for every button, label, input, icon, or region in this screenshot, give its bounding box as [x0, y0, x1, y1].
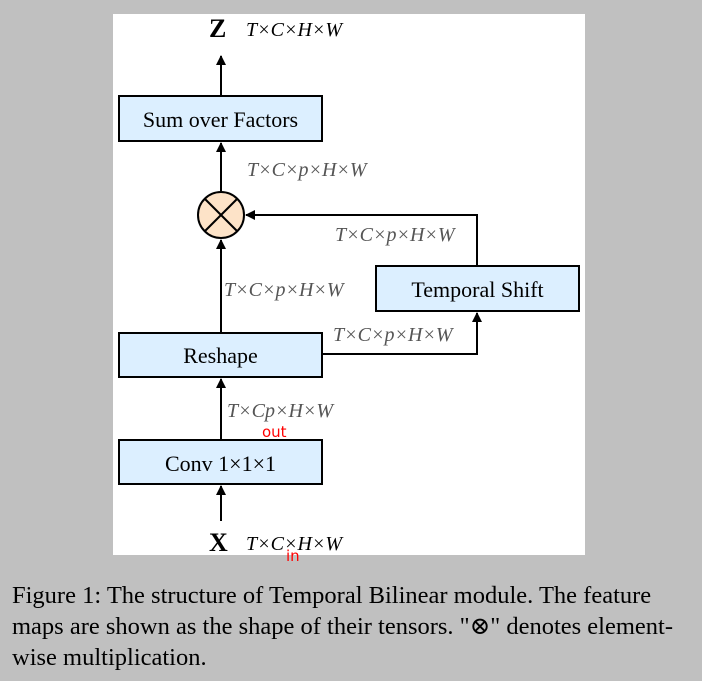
reshape-box: Reshape	[118, 332, 323, 378]
edge-label-product-to-sum: T×C×p×H×W	[247, 159, 369, 181]
temporal-shift-label: Temporal Shift	[411, 277, 543, 302]
output-shape-label: T×C×H×W	[246, 19, 344, 41]
reshape-label: Reshape	[183, 343, 258, 368]
diagram-panel: Z T×C×H×W Sum over Factors T×C×p×H×W T×C…	[113, 14, 585, 555]
input-var-label: X	[209, 528, 228, 555]
input-shape-label: T×C×H×W	[246, 533, 344, 555]
arrow-reshape-to-shift	[322, 312, 482, 355]
diagram: Z T×C×H×W Sum over Factors T×C×p×H×W T×C…	[118, 14, 580, 555]
sum-over-factors-label: Sum over Factors	[143, 107, 298, 132]
edge-label-conv-to-reshape: T×Cp×H×W	[227, 400, 335, 422]
sum-over-factors-box: Sum over Factors	[118, 95, 323, 142]
conv-label: Conv 1×1×1	[165, 451, 276, 476]
conv-box: Conv 1×1×1	[118, 439, 323, 485]
output-var-label: Z	[209, 14, 226, 43]
annotation-in: in	[286, 547, 300, 565]
circled-times-icon	[197, 191, 245, 239]
temporal-shift-box: Temporal Shift	[375, 265, 580, 312]
edge-label-shift-to-product: T×C×p×H×W	[335, 224, 457, 246]
figure-caption: Figure 1: The structure of Temporal Bili…	[12, 582, 674, 671]
edge-label-reshape-to-product: T×C×p×H×W	[224, 279, 346, 301]
edge-label-reshape-to-shift: T×C×p×H×W	[333, 324, 455, 346]
arrow-shift-to-product	[245, 210, 478, 266]
annotation-out: out	[262, 423, 287, 441]
annotation-in-layer: in	[286, 547, 300, 565]
